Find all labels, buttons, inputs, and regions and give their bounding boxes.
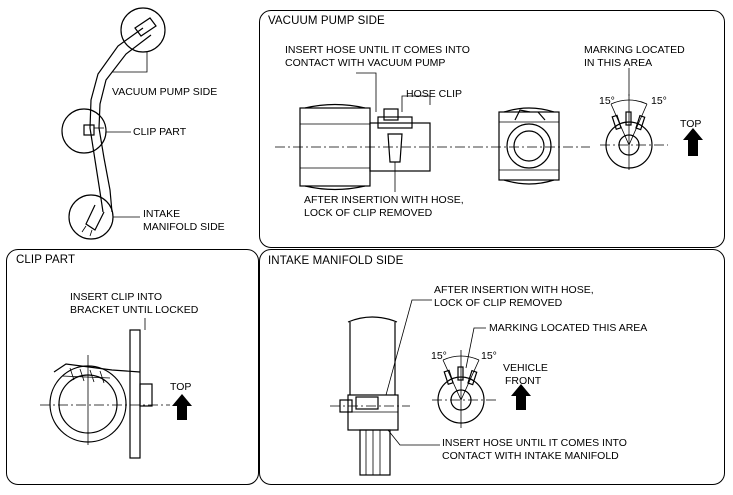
intake-marking-view bbox=[432, 327, 498, 428]
insert-hose-intake-line2: CONTACT WITH INTAKE MANIFOLD bbox=[442, 450, 619, 462]
top-arrow-icon bbox=[683, 128, 703, 156]
overview-clip-part-label: CLIP PART bbox=[133, 126, 187, 138]
vacuum-angle-right-label: 15° bbox=[651, 95, 667, 107]
insert-hose-intake-line1: INSERT HOSE UNTIL IT COMES INTO bbox=[442, 437, 627, 449]
clip-bracket-illustration bbox=[40, 318, 170, 459]
after-insertion-vacuum-line1: AFTER INSERTION WITH HOSE, bbox=[304, 194, 464, 206]
vacuum-pump-marking-view bbox=[600, 68, 668, 170]
intake-angle-right-label: 15° bbox=[481, 350, 497, 362]
clip-part-panel bbox=[6, 249, 259, 485]
intake-panel-title: INTAKE MANIFOLD SIDE bbox=[268, 255, 404, 267]
overview-vacuum-pump-label: VACUUM PUMP SIDE bbox=[112, 86, 218, 98]
vacuum-pump-fitting-end-view bbox=[498, 107, 560, 185]
vacuum-top-label: TOP bbox=[680, 118, 702, 130]
hose-clip-label: HOSE CLIP bbox=[406, 88, 463, 100]
marking-vacuum-line1: MARKING LOCATED bbox=[584, 44, 685, 56]
after-insertion-intake-line2: LOCK OF CLIP REMOVED bbox=[434, 297, 563, 309]
vehicle-front-line1: VEHICLE bbox=[503, 362, 548, 374]
vacuum-pump-side-panel bbox=[259, 10, 725, 248]
after-insertion-intake-line1: AFTER INSERTION WITH HOSE, bbox=[434, 284, 594, 296]
vehicle-front-line2: FRONT bbox=[505, 375, 542, 387]
clip-top-arrow-icon bbox=[172, 394, 192, 420]
after-insertion-vacuum-line2: LOCK OF CLIP REMOVED bbox=[304, 207, 433, 219]
insert-hose-vacuum-line2: CONTACT WITH VACUUM PUMP bbox=[285, 57, 446, 69]
vacuum-angle-left-label: 15° bbox=[599, 95, 615, 107]
clip-part-panel-title: CLIP PART bbox=[16, 254, 76, 266]
vacuum-pump-panel-title: VACUUM PUMP SIDE bbox=[268, 15, 385, 27]
marking-vacuum-line2: IN THIS AREA bbox=[584, 57, 653, 69]
vehicle-front-arrow-icon bbox=[511, 384, 531, 410]
overview-intake-label-line2: MANIFOLD SIDE bbox=[143, 221, 225, 233]
clip-part-detail-circle bbox=[61, 108, 107, 154]
clip-top-label: TOP bbox=[170, 381, 192, 393]
vacuum-pump-detail-circle bbox=[120, 7, 166, 53]
hose-overview-illustration bbox=[61, 7, 166, 240]
insert-clip-line1: INSERT CLIP INTO bbox=[70, 291, 163, 303]
intake-angle-left-label: 15° bbox=[431, 350, 447, 362]
intake-manifold-side-panel bbox=[259, 249, 725, 485]
overview-intake-label-line1: INTAKE bbox=[143, 208, 181, 220]
insert-hose-vacuum-line1: INSERT HOSE UNTIL IT COMES INTO bbox=[285, 44, 470, 56]
insert-clip-line2: BRACKET UNTIL LOCKED bbox=[70, 304, 199, 316]
vacuum-pump-fitting-side-view bbox=[275, 72, 590, 192]
marking-intake-label: MARKING LOCATED THIS AREA bbox=[489, 322, 648, 334]
intake-fitting-side-view bbox=[330, 299, 440, 476]
